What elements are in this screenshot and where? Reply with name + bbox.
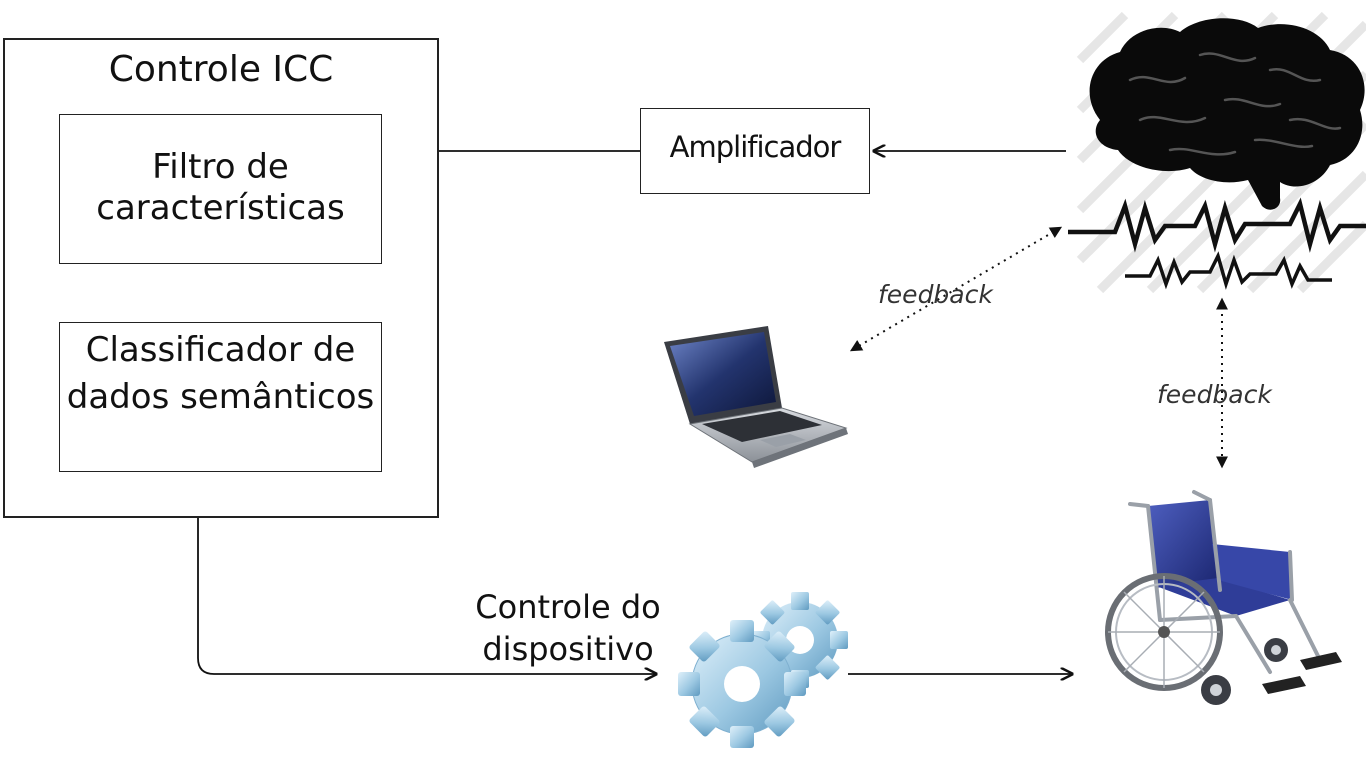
- feature-filter-label: Filtro de características: [96, 147, 345, 228]
- feedback-arrow-computer: [849, 226, 1063, 352]
- amplifier-box: Amplificador: [640, 108, 870, 194]
- feature-filter-box: Filtro de características: [59, 114, 382, 264]
- feedback-label-wheelchair: feedback: [1157, 380, 1272, 409]
- brain-icon: [1076, 11, 1366, 294]
- icc-control-title: Controle ICC: [108, 49, 334, 90]
- wheelchair-icon: [1105, 490, 1342, 705]
- eeg-wave-icon: [1068, 197, 1366, 290]
- feedback-label-computer: feedback: [878, 280, 993, 309]
- amplifier-label: Amplificador: [669, 130, 842, 164]
- device-control-label: Controle do dispositivo: [475, 588, 661, 669]
- laptop-icon: [664, 326, 848, 468]
- semantic-classifier-label: Classificador de dados semânticos: [66, 330, 375, 417]
- arrow-classifier-to-device-control: [197, 472, 656, 674]
- semantic-classifier-box: Classificador de dados semânticos: [59, 322, 382, 472]
- gears-icon: [678, 592, 848, 748]
